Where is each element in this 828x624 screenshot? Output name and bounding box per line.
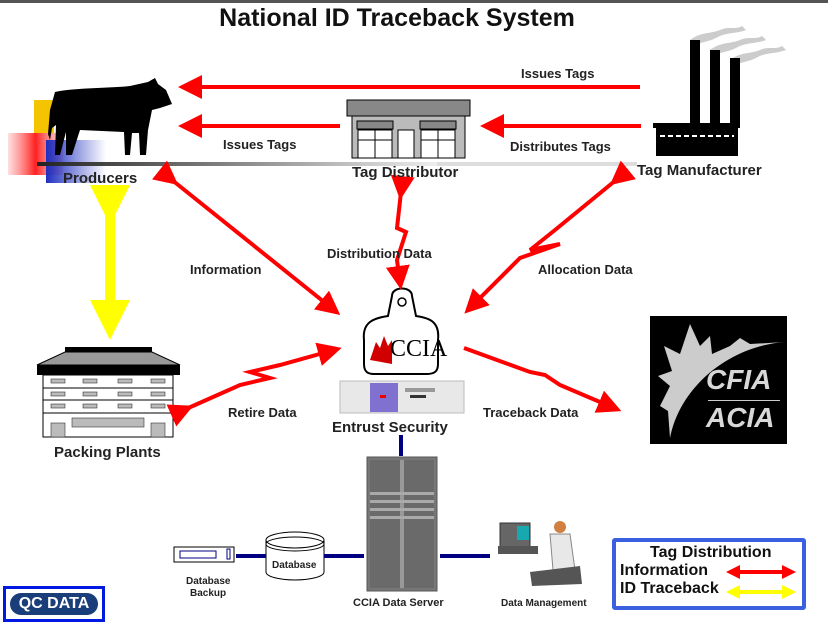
edge-label-issues-tags-top: Issues Tags [521,66,595,81]
arrow-distribution-data [385,174,415,290]
cow-icon [48,78,172,155]
arrow-traceback-data [463,346,622,413]
acia-text: ACIA [706,402,775,433]
edge-label-allocation-data: Allocation Data [538,262,633,277]
ccia-data-server-label: CCIA Data Server [353,597,444,609]
edge-label-information: Information [190,262,262,277]
maple-leaf-icon [658,324,785,438]
cfia-text: CFIA [706,364,772,395]
workstation-icon [498,521,582,586]
legend-item-information-label: Information [620,562,708,579]
database-label: Database [272,560,317,571]
arrow-information [152,160,341,316]
cfia-logo: CFIA ACIA [650,316,787,444]
legend-swatches [726,565,796,599]
edge-label-retire-data: Retire Data [228,405,297,420]
legend: Tag Distribution Information ID Tracebac… [612,538,806,610]
database-icon [265,531,325,581]
edge-label-distributes-tags: Distributes Tags [510,139,611,154]
legend-item-id-traceback-label: ID Traceback [620,580,719,597]
data-management-label: Data Management [501,598,587,609]
legend-red-arrow-icon [726,565,796,579]
tag-manufacturer-label: Tag Manufacturer [637,162,762,179]
cfia-divider [708,400,780,401]
legend-title: Tag Distribution [650,544,772,561]
legend-yellow-arrow-icon [726,585,796,599]
diagram-title: National ID Traceback System [219,4,575,32]
database-backup-label-1: Database [186,576,231,587]
qc-data-logo: QC DATA [3,586,105,622]
edge-label-traceback-data: Traceback Data [483,405,579,420]
entrust-server-icon [339,380,465,414]
server-links [236,435,490,558]
information-arrows [152,75,641,427]
database-backup-label-2: Backup [190,588,227,599]
entrust-security-label: Entrust Security [332,419,448,436]
database-backup-icon [173,546,235,563]
edge-label-issues-tags-mid: Issues Tags [223,137,297,152]
factory-icon [653,26,786,156]
arrow-allocation-data [464,160,636,314]
arrow-retire-data [166,342,342,427]
ccia-data-server-icon [366,456,438,592]
edge-label-distribution-data: Distribution Data [327,246,432,261]
tag-distributor-label: Tag Distributor [352,164,459,181]
packing-plant-icon [36,347,181,438]
top-border [0,0,828,3]
ccia-tag-icon [362,287,440,375]
ccia-tag-text: CCIA [390,336,448,362]
packing-plants-label: Packing Plants [54,444,161,461]
store-icon [346,99,471,159]
producers-label: Producers [63,170,138,187]
qc-data-logo-text: QC DATA [10,593,98,615]
